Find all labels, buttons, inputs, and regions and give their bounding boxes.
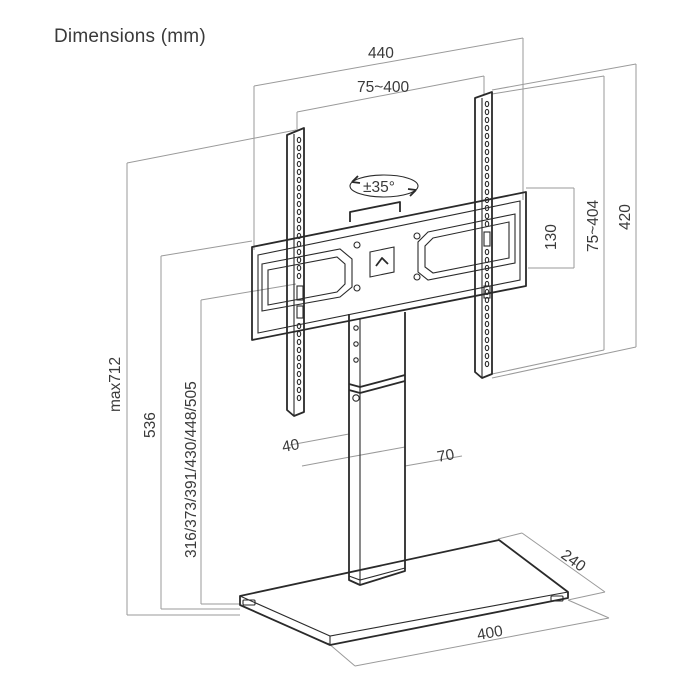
mount-hole xyxy=(484,156,490,164)
mount-hole xyxy=(296,264,302,272)
mount-hole xyxy=(484,296,490,304)
mount-hole xyxy=(484,256,490,264)
tilt-hinge xyxy=(349,201,401,222)
mount-hole xyxy=(296,272,302,280)
mount-hole xyxy=(296,330,302,338)
mount-hole xyxy=(484,312,490,320)
label-bracket-height: 130 xyxy=(543,224,560,250)
mount-hole xyxy=(484,272,490,280)
mount-hole xyxy=(484,288,490,296)
mount-hole xyxy=(296,192,302,200)
mount-hole xyxy=(484,360,490,368)
mount-hole xyxy=(484,140,490,148)
mount-hole xyxy=(484,280,490,288)
mount-hole xyxy=(484,304,490,312)
mount-hole xyxy=(296,208,302,216)
right-arm xyxy=(474,91,493,379)
mount-hole xyxy=(484,336,490,344)
mount-hole xyxy=(296,346,302,354)
mount-hole xyxy=(484,344,490,352)
mount-hole xyxy=(296,160,302,168)
label-max-height: max712 xyxy=(107,357,124,412)
mount-hole xyxy=(296,362,302,370)
mounting-plate xyxy=(251,191,527,341)
mount-hole xyxy=(296,248,302,256)
mount-hole xyxy=(484,188,490,196)
column xyxy=(348,312,406,586)
label-base-depth: 240 xyxy=(558,546,589,575)
base-plate xyxy=(239,539,569,646)
mount-hole xyxy=(296,136,302,144)
mount-hole xyxy=(484,124,490,132)
label-height-536: 536 xyxy=(142,412,159,438)
mount-hole xyxy=(296,394,302,402)
mount-hole xyxy=(296,232,302,240)
mount-hole xyxy=(296,240,302,248)
mount-hole xyxy=(296,354,302,362)
mount-hole xyxy=(296,370,302,378)
mount-hole xyxy=(296,338,302,346)
mount-hole xyxy=(484,212,490,220)
mount-hole xyxy=(296,200,302,208)
label-tilt: ±35° xyxy=(363,179,395,196)
left-arm xyxy=(286,127,305,417)
rotation-indicator xyxy=(349,174,419,198)
mount-hole xyxy=(296,386,302,394)
mount-hole xyxy=(484,108,490,116)
mount-hole xyxy=(484,248,490,256)
mount-hole xyxy=(296,168,302,176)
mount-hole xyxy=(484,172,490,180)
mount-hole xyxy=(484,264,490,272)
mount-hole xyxy=(296,256,302,264)
mount-hole xyxy=(296,322,302,330)
mount-hole xyxy=(484,116,490,124)
mount-hole xyxy=(484,196,490,204)
mount-hole xyxy=(296,144,302,152)
mount-hole xyxy=(296,378,302,386)
label-column-depth: 40 xyxy=(281,436,301,456)
label-vesa-vertical: 75~404 xyxy=(585,199,602,252)
label-column-width: 70 xyxy=(436,446,456,466)
mount-hole xyxy=(484,180,490,188)
mount-hole xyxy=(484,100,490,108)
label-width-total: 440 xyxy=(368,45,394,62)
dimension-lines xyxy=(126,37,637,667)
diagram-title: Dimensions (mm) xyxy=(54,26,206,47)
mount-hole xyxy=(296,224,302,232)
mount-hole xyxy=(484,328,490,336)
mount-hole xyxy=(296,184,302,192)
mount-hole xyxy=(296,176,302,184)
label-base-width: 400 xyxy=(476,623,505,644)
mount-hole xyxy=(484,204,490,212)
label-height-options: 316/373/391/430/448/505 xyxy=(183,381,200,558)
label-plate-height: 420 xyxy=(617,204,634,230)
label-vesa-horizontal: 75~400 xyxy=(357,79,410,96)
stand-drawing xyxy=(239,91,569,646)
dimension-labels: 440 75~400 ±35° 130 75~404 420 max712 53… xyxy=(107,45,634,644)
mount-hole xyxy=(484,352,490,360)
mount-hole xyxy=(484,320,490,328)
mount-hole xyxy=(484,148,490,156)
mount-hole xyxy=(296,152,302,160)
mount-hole xyxy=(484,220,490,228)
mount-hole xyxy=(484,132,490,140)
mount-hole xyxy=(296,216,302,224)
mount-hole xyxy=(484,164,490,172)
